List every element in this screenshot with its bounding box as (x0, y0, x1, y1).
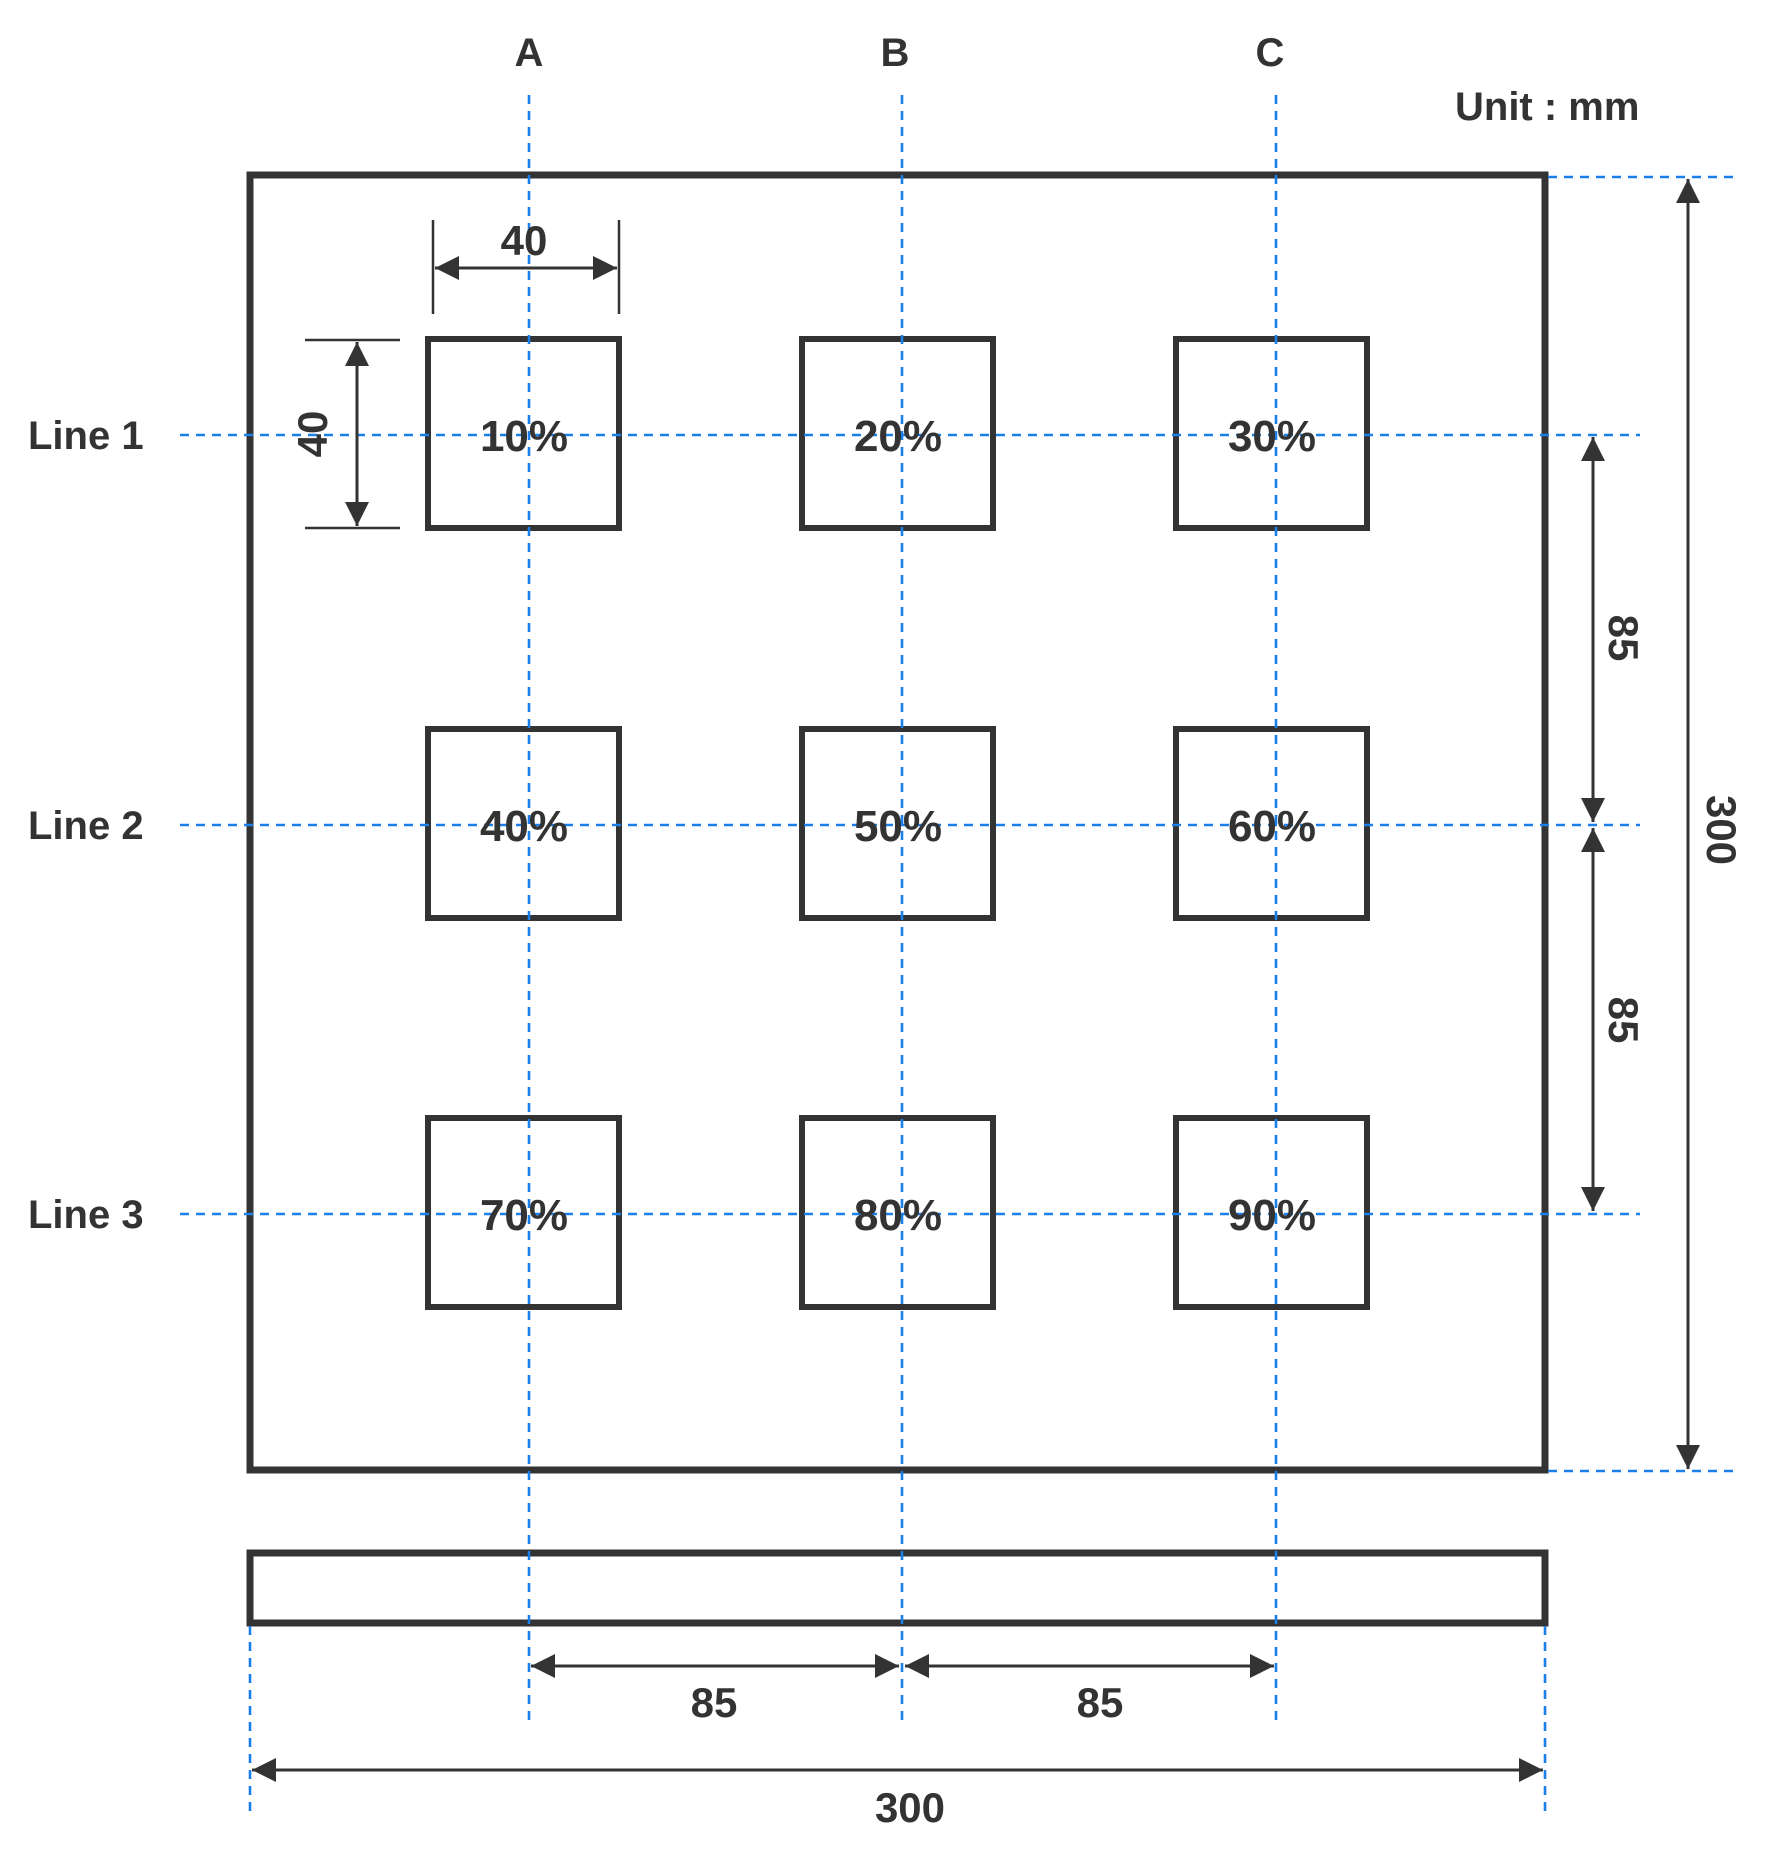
cell-label: 90% (1228, 1191, 1316, 1240)
line-label-1: Line 1 (28, 414, 144, 458)
cell-1-a (425, 336, 622, 531)
dimension-label-column-spacing-2: 85 (1077, 1679, 1124, 1726)
cell-2-c (1173, 726, 1370, 921)
line-label-2: Line 2 (28, 804, 144, 848)
cell-grid (425, 336, 1370, 1310)
cell-label: 10% (480, 412, 568, 461)
cell-label: 30% (1228, 412, 1316, 461)
guide-lines (180, 95, 1735, 1815)
cell-label: 50% (854, 802, 942, 851)
line-label-3: Line 3 (28, 1193, 144, 1237)
dimension-label-plate-height: 300 (1698, 795, 1745, 865)
cell-label: 70% (480, 1191, 568, 1240)
dimension-cell-height (305, 338, 400, 530)
dimension-label-column-spacing-1: 85 (691, 1679, 738, 1726)
cell-3-c (1173, 1115, 1370, 1310)
unit-label: Unit : mm (1455, 85, 1639, 129)
cell-2-b (799, 726, 996, 921)
cell-1-c (1173, 336, 1370, 531)
cell-label: 60% (1228, 802, 1316, 851)
dimension-label-cell-height: 40 (289, 411, 336, 458)
cell-3-a (425, 1115, 622, 1310)
column-label-a: A (515, 31, 544, 75)
cell-label: 20% (854, 412, 942, 461)
dimension-label-plate-width: 300 (875, 1784, 945, 1831)
cell-3-b (799, 1115, 996, 1310)
dimension-label-row-spacing-1: 85 (1600, 615, 1647, 662)
column-label-b: B (881, 31, 910, 75)
plate-side-view (246, 1549, 1549, 1627)
dimension-label-row-spacing-2: 85 (1600, 997, 1647, 1044)
plate-top-view (246, 171, 1549, 1474)
dimension-label-cell-width: 40 (501, 217, 548, 264)
cell-1-b (799, 336, 996, 531)
cell-2-a (425, 726, 622, 921)
cell-label: 40% (480, 802, 568, 851)
cell-label: 80% (854, 1191, 942, 1240)
dimension-cell-width (431, 220, 621, 314)
column-label-c: C (1256, 31, 1285, 75)
